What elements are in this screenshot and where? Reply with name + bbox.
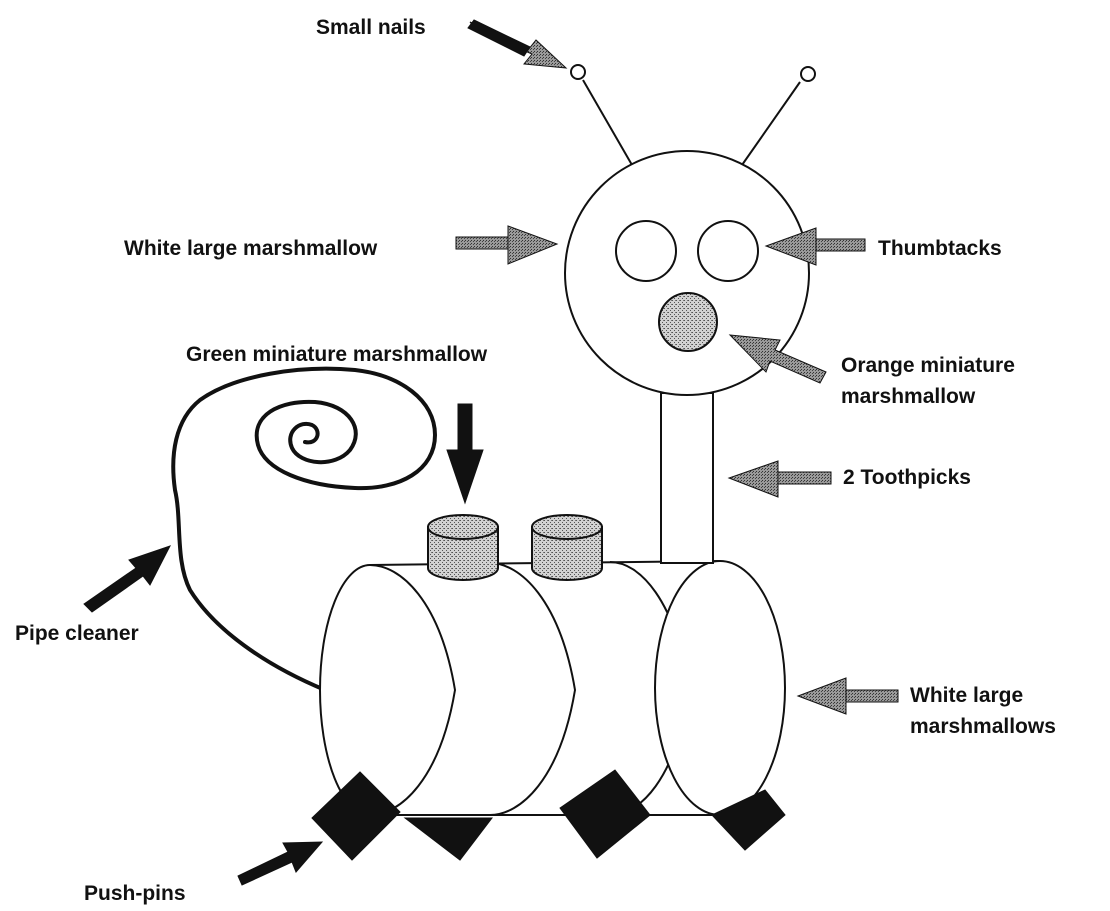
label-pipe-cleaner: Pipe cleaner <box>15 622 139 645</box>
arrow-green-mini <box>447 404 483 503</box>
toothpicks-neck <box>661 393 713 563</box>
right-eye-thumbtack <box>698 221 758 281</box>
arrow-white-large-marshmallow <box>456 226 557 264</box>
label-green-miniature-marshmallow: Green miniature marshmallow <box>186 343 488 366</box>
label-white-large-marshmallow: White large marshmallow <box>124 237 378 260</box>
label-thumbtacks: Thumbtacks <box>878 237 1002 260</box>
body-marshmallows <box>320 560 785 815</box>
left-eye-thumbtack <box>616 221 676 281</box>
orange-mouth <box>659 293 717 351</box>
label-small-nails: Small nails <box>316 16 426 39</box>
label-white-large-marshmallows-line2: marshmallows <box>910 715 1056 738</box>
arrow-small-nails <box>468 20 566 68</box>
arrow-push-pins <box>238 842 322 885</box>
arrow-toothpicks <box>729 461 831 497</box>
label-toothpicks: 2 Toothpicks <box>843 466 971 489</box>
arrow-pipe-cleaner <box>84 546 170 612</box>
label-orange-miniature-line2: marshmallow <box>841 385 976 408</box>
label-white-large-marshmallows-line1: White large <box>910 684 1023 707</box>
arrow-white-large-marshmallows <box>798 678 898 714</box>
label-orange-miniature-line1: Orange miniature <box>841 354 1015 377</box>
label-push-pins: Push-pins <box>84 882 186 905</box>
